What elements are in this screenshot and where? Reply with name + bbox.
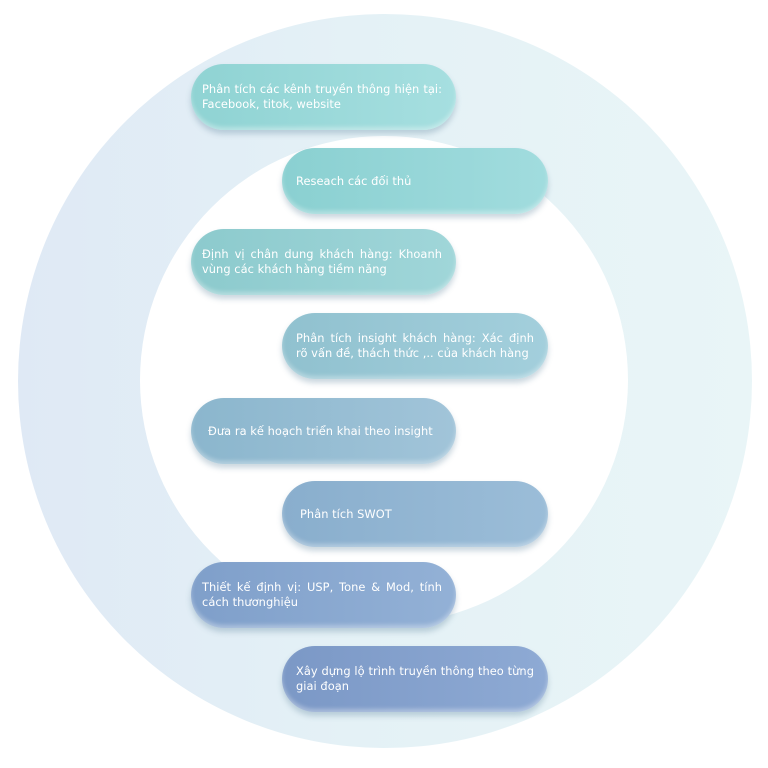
step-3-label: Định vị chân dung khách hàng: Khoanh vùn… xyxy=(202,247,442,276)
step-2-label: Reseach các đối thủ xyxy=(296,173,412,188)
step-7-label: Thiết kế định vị: USP, Tone & Mod, tính … xyxy=(202,580,442,609)
step-5-box: Đưa ra kế hoạch triển khai theo insight xyxy=(191,398,456,464)
step-8-label: Xây dựng lộ trình truyền thông theo từng… xyxy=(296,664,534,693)
step-2-box: Reseach các đối thủ xyxy=(282,148,548,214)
step-1-box: Phân tích các kênh truyền thông hiện tại… xyxy=(191,64,456,130)
step-1-label: Phân tích các kênh truyền thông hiện tại… xyxy=(202,82,442,111)
step-4-box: Phân tích insight khách hàng: Xác định r… xyxy=(282,313,548,379)
step-8-box: Xây dựng lộ trình truyền thông theo từng… xyxy=(282,646,548,712)
step-6-label: Phân tích SWOT xyxy=(300,506,392,521)
step-5-label: Đưa ra kế hoạch triển khai theo insight xyxy=(208,423,433,438)
step-4-label: Phân tích insight khách hàng: Xác định r… xyxy=(296,331,534,360)
step-6-box: Phân tích SWOT xyxy=(282,481,548,547)
step-3-box: Định vị chân dung khách hàng: Khoanh vùn… xyxy=(191,229,456,295)
step-7-box: Thiết kế định vị: USP, Tone & Mod, tính … xyxy=(191,562,456,628)
